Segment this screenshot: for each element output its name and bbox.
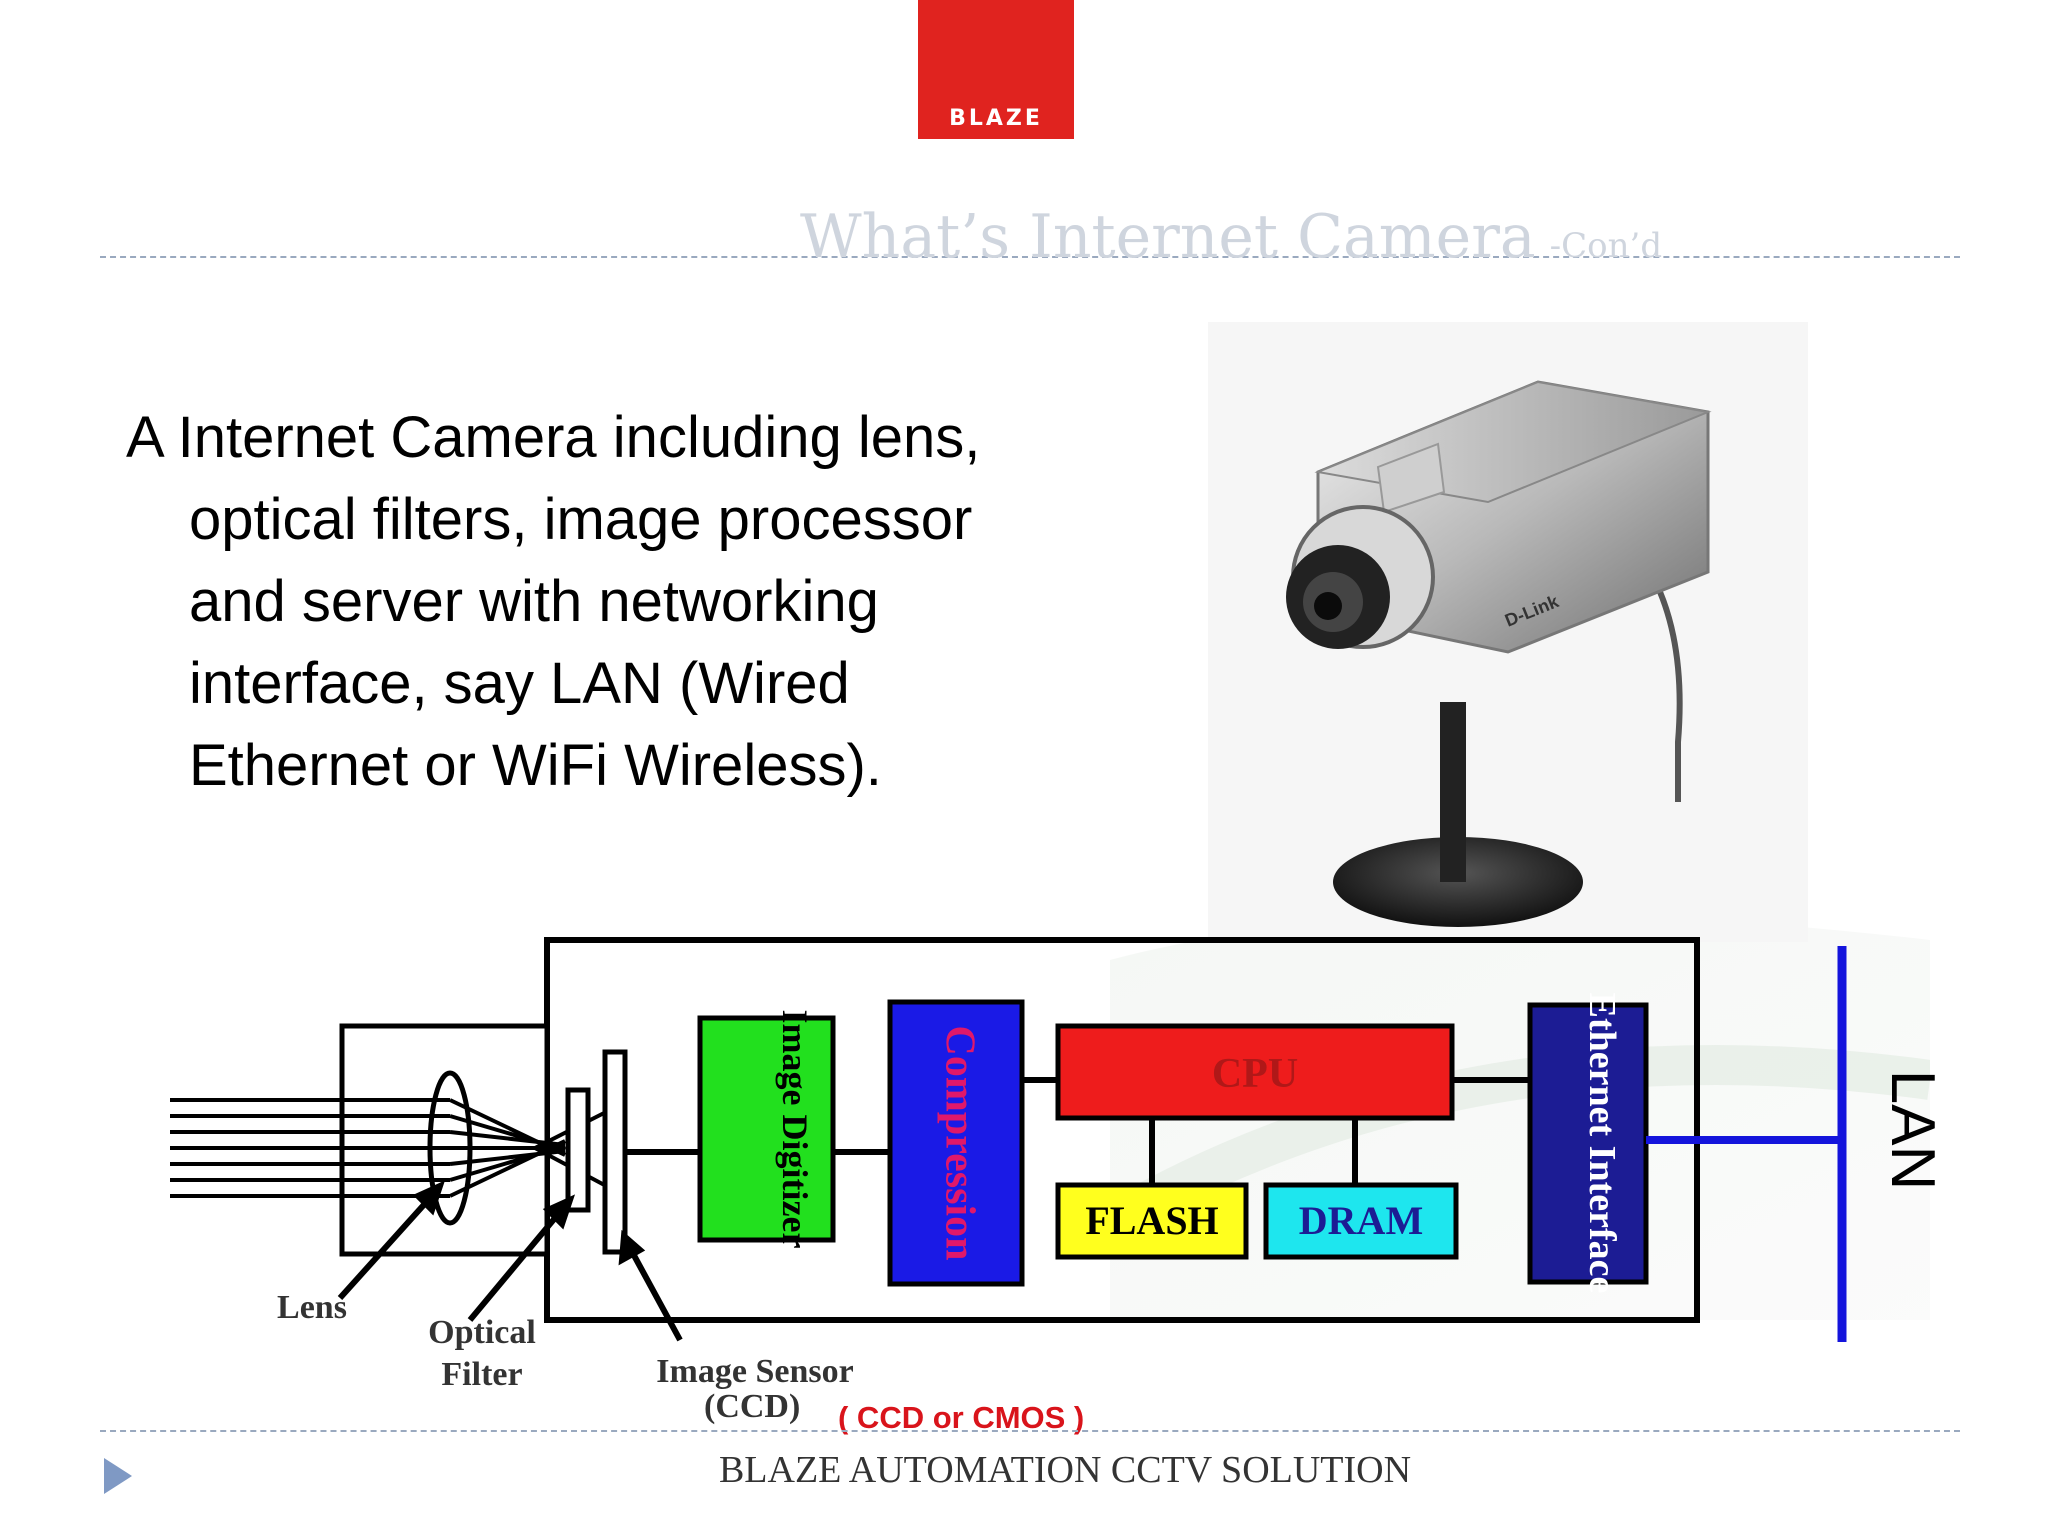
image-digitizer-block bbox=[697, 1015, 836, 1243]
title-divider bbox=[100, 256, 1960, 258]
footer-divider bbox=[100, 1430, 1960, 1432]
body-paragraph: A Internet Camera including lens, optica… bbox=[126, 405, 981, 798]
image-digitizer-label: Image Digitizer bbox=[775, 1010, 815, 1249]
cpu-label: CPU bbox=[1212, 1051, 1298, 1097]
logo-text: BLAZE bbox=[949, 106, 1043, 131]
camera-photo: D-Link bbox=[1208, 322, 1808, 942]
light-rays bbox=[170, 1098, 611, 1198]
slide-title-suffix: -Con’d bbox=[1549, 226, 1663, 266]
ccd-label: (CCD) bbox=[704, 1388, 801, 1425]
optical-label: Optical bbox=[428, 1314, 536, 1351]
image-sensor-label: Image Sensor bbox=[656, 1353, 853, 1390]
flash-label: FLASH bbox=[1085, 1198, 1218, 1243]
dram-block bbox=[1263, 1182, 1459, 1260]
compression-label: Compression bbox=[936, 1026, 982, 1261]
flash-block bbox=[1055, 1182, 1249, 1260]
optical-filter-shape bbox=[565, 1087, 591, 1213]
lens-label: Lens bbox=[277, 1289, 347, 1326]
footer-text: BLAZE AUTOMATION CCTV SOLUTION bbox=[718, 1449, 1412, 1491]
lan-label: LAN bbox=[1878, 1070, 1947, 1191]
compression-block bbox=[887, 999, 1025, 1287]
nav-arrow-icon[interactable] bbox=[102, 1456, 134, 1496]
lens-shape bbox=[427, 1070, 473, 1226]
camera-block-diagram: Image Digitizer Compression CPU FLASH DR… bbox=[170, 937, 1947, 1393]
filter-label: Filter bbox=[441, 1356, 522, 1393]
slide-title-main: What’s Internet Camera bbox=[800, 202, 1536, 272]
dram-label: DRAM bbox=[1299, 1198, 1423, 1243]
blaze-logo: BLAZE bbox=[918, 0, 1074, 139]
image-sensor-shape bbox=[602, 1049, 628, 1255]
connections bbox=[625, 1077, 1530, 1185]
slide-title: What’s Internet Camera -Con’d bbox=[800, 202, 1662, 272]
cpu-block bbox=[1055, 1023, 1455, 1121]
ccd-cmos-note: ( CCD or CMOS ) bbox=[838, 1400, 1085, 1435]
ethernet-interface-label: Ethernet Interface bbox=[1581, 993, 1623, 1294]
pointer-arrows bbox=[337, 1180, 683, 1342]
